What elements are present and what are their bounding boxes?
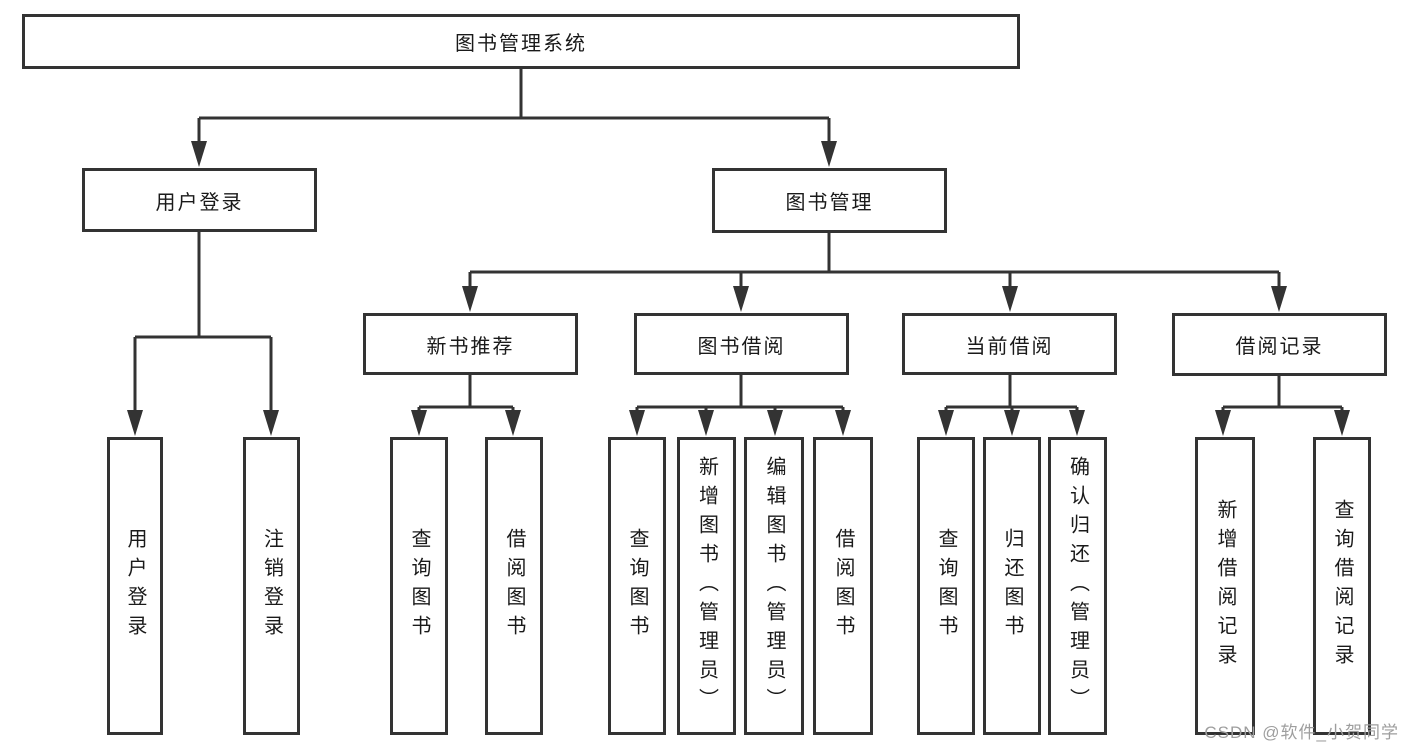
node-borrow-record: 借阅记录: [1172, 313, 1387, 376]
leaf-return-books: 归还图书: [983, 437, 1041, 735]
leaf-borrow-books-1: 借阅图书: [485, 437, 543, 735]
leaf-borrow-books-2-label: 借阅图书: [832, 528, 854, 644]
arrowhead-icon: [835, 410, 851, 436]
node-book-management-label: 图书管理: [785, 192, 874, 214]
node-borrow-record-label: 借阅记录: [1235, 336, 1324, 358]
connector-new-book-children: [417, 375, 515, 417]
arrowhead-icon: [127, 410, 143, 436]
leaf-edit-books-admin: 编辑图书（管理员）: [744, 437, 804, 735]
leaf-borrow-books-2: 借阅图书: [813, 437, 873, 735]
node-book-borrow-label: 图书借阅: [697, 335, 786, 358]
arrowhead-icon: [1069, 410, 1085, 436]
leaf-query-books-2-label: 查询图书: [626, 528, 648, 644]
leaf-user-login-label: 用户登录: [124, 528, 146, 644]
leaf-add-borrow-record-label: 新增借阅记录: [1214, 499, 1236, 673]
arrowhead-icon: [1004, 410, 1020, 436]
node-user-login: 用户登录: [82, 168, 317, 232]
arrowhead-icon: [821, 141, 837, 167]
leaf-borrow-books-1-label: 借阅图书: [503, 528, 525, 644]
arrowhead-icon: [938, 410, 954, 436]
arrowhead-icon: [1215, 410, 1231, 436]
leaf-logout: 注销登录: [243, 437, 300, 735]
leaf-logout-label: 注销登录: [260, 528, 283, 644]
arrowhead-icon: [191, 141, 207, 167]
arrowhead-icon: [462, 286, 478, 312]
leaf-query-borrow-record-label: 查询借阅记录: [1331, 499, 1353, 673]
node-user-login-label: 用户登录: [155, 191, 244, 214]
arrowhead-icon: [698, 410, 714, 436]
connector-user-login-children: [133, 232, 273, 417]
node-book-management: 图书管理: [712, 168, 947, 233]
node-current-borrow-label: 当前借阅: [965, 335, 1054, 358]
leaf-query-books-2: 查询图书: [608, 437, 666, 735]
arrowhead-icon: [411, 410, 427, 436]
leaf-confirm-return-admin-label: 确认归还（管理员）: [1066, 455, 1089, 717]
arrowhead-icon: [263, 410, 279, 436]
leaf-add-borrow-record: 新增借阅记录: [1195, 437, 1255, 735]
arrowhead-icon: [767, 410, 783, 436]
csdn-watermark: CSDN @软件_小贺同学: [1204, 723, 1399, 742]
leaf-user-login: 用户登录: [107, 437, 163, 735]
connector-root-to-level2: [197, 68, 831, 148]
connector-book-borrow-children: [635, 375, 845, 417]
node-current-borrow: 当前借阅: [902, 313, 1117, 375]
arrowhead-icon: [1271, 286, 1287, 312]
arrowheads: [127, 141, 1350, 436]
connector-borrow-record-children: [1221, 375, 1344, 417]
arrowhead-icon: [1334, 410, 1350, 436]
node-new-book-recommend-label: 新书推荐: [426, 335, 515, 358]
node-root: 图书管理系统: [22, 14, 1020, 69]
leaf-query-books-3: 查询图书: [917, 437, 975, 735]
leaf-return-books-label: 归还图书: [1001, 528, 1023, 644]
leaf-query-books-1-label: 查询图书: [408, 528, 430, 644]
connector-book-management-children: [468, 233, 1281, 293]
node-root-label: 图书管理系统: [455, 33, 587, 55]
leaf-add-books-admin-label: 新增图书（管理员）: [695, 455, 718, 717]
node-book-borrow: 图书借阅: [634, 313, 849, 375]
leaf-confirm-return-admin: 确认归还（管理员）: [1048, 437, 1107, 735]
arrowhead-icon: [733, 286, 749, 312]
node-new-book-recommend: 新书推荐: [363, 313, 578, 375]
leaf-add-books-admin: 新增图书（管理员）: [677, 437, 736, 735]
leaf-query-borrow-record: 查询借阅记录: [1313, 437, 1371, 735]
leaf-edit-books-admin-label: 编辑图书（管理员）: [763, 455, 785, 717]
arrowhead-icon: [1002, 286, 1018, 312]
leaf-query-books-3-label: 查询图书: [935, 528, 957, 644]
arrowhead-icon: [505, 410, 521, 436]
leaf-query-books-1: 查询图书: [390, 437, 448, 735]
arrowhead-icon: [629, 410, 645, 436]
